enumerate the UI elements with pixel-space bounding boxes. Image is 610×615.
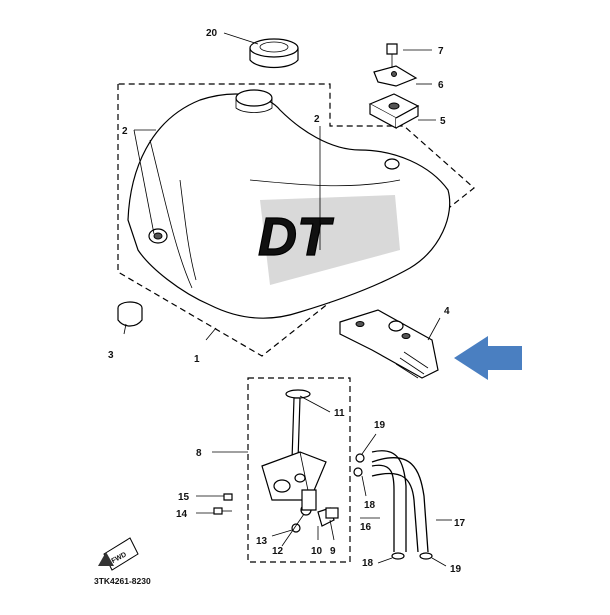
fwd-badge: FWD: [98, 537, 139, 571]
callout-1: 1: [194, 354, 200, 365]
callout-2-left: 2: [122, 126, 128, 137]
cock-lever[interactable]: [301, 489, 317, 511]
highlight-arrow: [454, 336, 522, 380]
hose-clip-lower-b[interactable]: [419, 552, 433, 560]
callout-11: 11: [334, 408, 345, 419]
callout-2-right: 2: [314, 114, 320, 125]
diagram-code: 3TK4261-8230: [94, 576, 151, 586]
callout-10: 10: [311, 546, 323, 557]
callout-labels: 20 7 6 5 2 2 4 1 3 11 8 15 14 13 12 10 9…: [108, 28, 466, 575]
callout-12: 12: [272, 546, 284, 557]
mount-collar: [388, 320, 404, 332]
callout-13: 13: [256, 536, 268, 547]
cock-gasket[interactable]: [285, 389, 311, 399]
callout-14: 14: [176, 509, 188, 520]
callout-8: 8: [196, 448, 202, 459]
fuel-hose-16[interactable]: [371, 450, 407, 552]
tank-cap[interactable]: [249, 38, 299, 69]
callout-18-upper: 18: [364, 500, 376, 511]
drain-plug[interactable]: [117, 301, 143, 327]
lever-spring[interactable]: [325, 507, 339, 519]
callout-18-lower: 18: [362, 558, 374, 569]
bracket-bolt[interactable]: [386, 43, 398, 68]
callout-5: 5: [440, 116, 446, 127]
callout-20: 20: [206, 28, 218, 39]
hose-clip-lower-a[interactable]: [391, 552, 405, 560]
cock-assembly-boundary: [247, 377, 351, 563]
rear-mount-rubber[interactable]: [339, 309, 439, 379]
callout-9: 9: [330, 546, 336, 557]
callout-19-upper: 19: [374, 420, 386, 431]
tank-assembly-boundary: [117, 83, 475, 357]
o-ring[interactable]: [291, 523, 301, 533]
fuel-tank[interactable]: DT: [127, 93, 451, 319]
cock-washer[interactable]: [223, 493, 233, 501]
callout-3: 3: [108, 350, 114, 361]
callout-17: 17: [454, 518, 466, 529]
callout-16: 16: [360, 522, 372, 533]
cock-screw[interactable]: [213, 507, 232, 515]
hose-clip-upper-a[interactable]: [355, 453, 365, 463]
rubber-damper[interactable]: [368, 93, 420, 130]
fuel-cock[interactable]: [261, 397, 327, 501]
tank-grommet: [384, 158, 400, 170]
filler-neck: [235, 89, 273, 113]
leader-lines: [123, 32, 452, 567]
svg-text:DT: DT: [258, 207, 334, 267]
fuel-hose-17[interactable]: [371, 457, 429, 553]
callout-4: 4: [444, 306, 450, 317]
hose-clip-upper-b[interactable]: [353, 467, 363, 477]
callout-6: 6: [438, 80, 444, 91]
callout-15: 15: [178, 492, 190, 503]
callout-7: 7: [438, 46, 444, 57]
mounting-bracket[interactable]: [373, 65, 418, 87]
callout-19-lower: 19: [450, 564, 462, 575]
